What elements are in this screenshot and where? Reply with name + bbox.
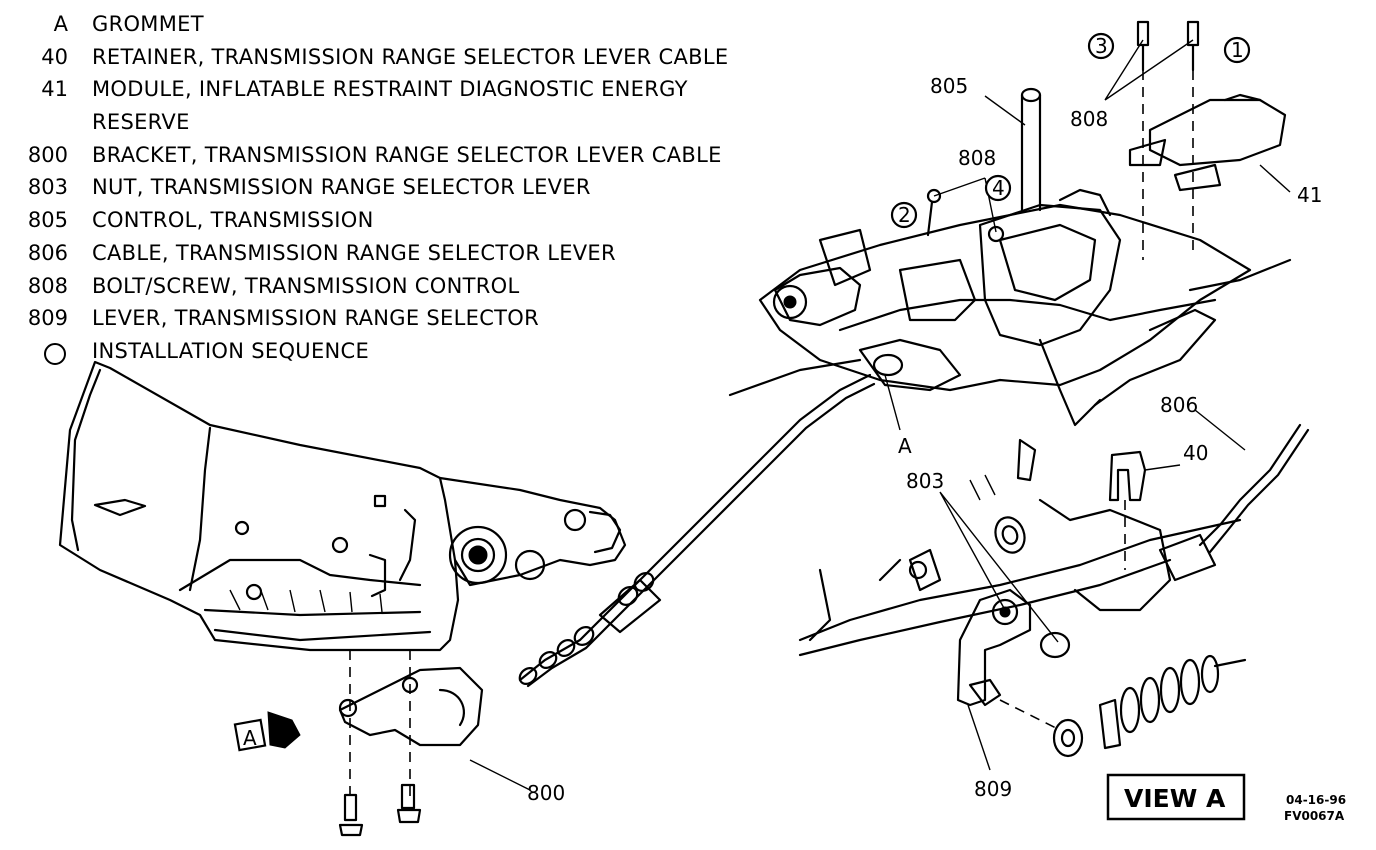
- view-a-arrow: A: [233, 711, 301, 752]
- callout-40: 40: [1183, 441, 1208, 465]
- legend-desc: RESERVE: [92, 110, 190, 135]
- sequence-number: 2: [898, 203, 911, 227]
- legend-desc: BRACKET, TRANSMISSION RANGE SELECTOR LEV…: [92, 142, 722, 167]
- cable-bracket: [338, 650, 484, 837]
- view-a-arrow-label: A: [243, 726, 257, 750]
- sequence-marker-3: 3: [1087, 32, 1115, 60]
- sequence-marker-4: 4: [984, 174, 1012, 202]
- legend-code: 41: [41, 77, 68, 102]
- callout-805: 805: [930, 74, 968, 98]
- sequence-circle-icon: [44, 342, 66, 365]
- sequence-marker-1: 1: [1223, 36, 1251, 64]
- legend-desc: BOLT/SCREW, TRANSMISSION CONTROL: [92, 273, 520, 298]
- legend-desc: LEVER, TRANSMISSION RANGE SELECTOR: [92, 306, 540, 331]
- callout-800: 800: [527, 781, 565, 805]
- sequence-number: 4: [992, 176, 1005, 200]
- figure-date-code: 04-16-96: [1286, 793, 1346, 807]
- view-a-label-box: VIEW A: [1106, 773, 1246, 821]
- legend-code: 809: [27, 306, 68, 331]
- legend-code: 40: [41, 44, 68, 69]
- view-a-label: VIEW A: [1124, 784, 1226, 813]
- legend-code: 806: [27, 240, 68, 265]
- legend-desc: INSTALLATION SEQUENCE: [92, 338, 370, 363]
- legend-code: 805: [27, 208, 68, 233]
- callout-a-grommet: A: [898, 434, 912, 458]
- view-a-detail: [798, 423, 1310, 758]
- sequence-marker-2: 2: [890, 201, 918, 229]
- sequence-number: 3: [1095, 34, 1108, 58]
- leader-lines: [469, 39, 1291, 791]
- legend-desc: GROMMET: [92, 12, 204, 36]
- callout-808-top: 808: [1070, 107, 1108, 131]
- legend-desc: MODULE, INFLATABLE RESTRAINT DIAGNOSTIC …: [92, 77, 688, 102]
- legend-code: 808: [27, 273, 68, 298]
- callout-806: 806: [1160, 393, 1198, 417]
- legend-code: 800: [27, 142, 68, 167]
- legend-code: 803: [27, 175, 68, 200]
- callout-808-mid: 808: [958, 146, 996, 170]
- legend-code: A: [53, 12, 68, 36]
- legend-desc: CABLE, TRANSMISSION RANGE SELECTOR LEVER: [92, 240, 616, 265]
- legend-desc: NUT, TRANSMISSION RANGE SELECTOR LEVER: [92, 175, 591, 200]
- transmission-assembly: [58, 360, 627, 652]
- callout-809: 809: [974, 777, 1012, 801]
- shift-cable-lower: [518, 373, 876, 688]
- legend-desc: CONTROL, TRANSMISSION: [92, 208, 374, 233]
- callout-803: 803: [906, 469, 944, 493]
- legend-desc: RETAINER, TRANSMISSION RANGE SELECTOR LE…: [92, 44, 729, 69]
- figure-id-code: FV0067A: [1284, 809, 1345, 823]
- sequence-number: 1: [1231, 38, 1244, 62]
- callout-41: 41: [1297, 183, 1322, 207]
- transmission-control-assembly: [728, 20, 1292, 427]
